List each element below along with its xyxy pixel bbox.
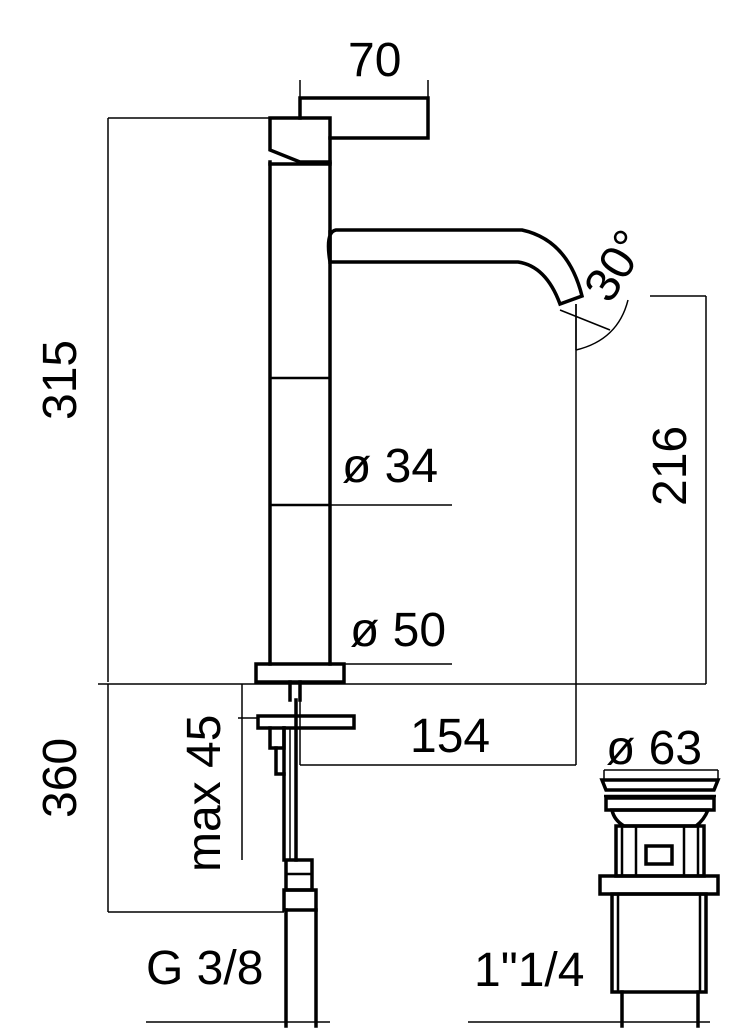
max-thickness-label: max 45: [178, 715, 231, 872]
below-counter-label: 360: [34, 738, 87, 818]
dimension-lines: [98, 80, 719, 1023]
faucet-body: [254, 96, 585, 684]
base-diameter-label: ø 50: [350, 604, 446, 657]
waste-thread-label: 1"1/4: [474, 944, 584, 997]
waste-drain: [598, 778, 721, 1028]
spout-angle-label: 30°: [574, 221, 657, 311]
total-height-label: 315: [34, 340, 87, 420]
mounting-assembly: [256, 680, 356, 1028]
spout-reach-label: 154: [410, 710, 490, 763]
supply-thread-label: G 3/8: [146, 942, 263, 995]
waste-diameter-label: ø 63: [606, 722, 702, 775]
dimension-labels: 70 315 30° 216 ø 34 ø 50 154 360 max 45 …: [34, 34, 702, 997]
spout-height-label: 216: [644, 426, 697, 506]
handle-width-label: 70: [348, 34, 401, 87]
body-diameter-label: ø 34: [342, 440, 438, 493]
